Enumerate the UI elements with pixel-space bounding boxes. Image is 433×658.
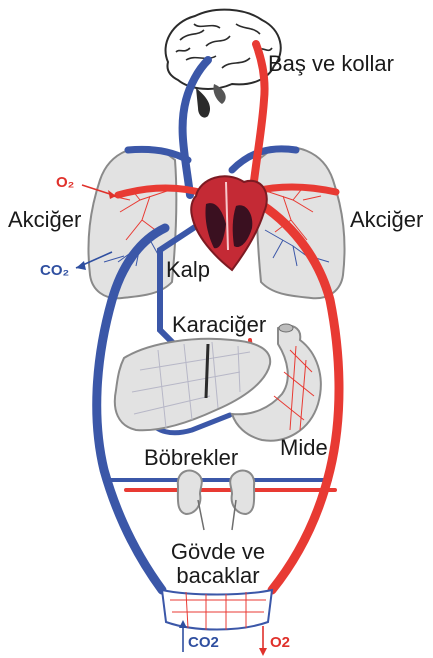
- heart-icon: [191, 176, 267, 270]
- label-co2-out: CO₂: [40, 262, 69, 279]
- label-stomach: Mide: [280, 436, 328, 460]
- capillary-icon: [162, 590, 272, 630]
- label-body-legs-line2: bacaklar: [160, 564, 276, 588]
- label-o2-in: O₂: [56, 174, 74, 191]
- label-co2-bottom: CO2: [188, 634, 219, 651]
- label-lung-right: Akciğer: [350, 208, 423, 232]
- label-kidneys: Böbrekler: [144, 446, 238, 470]
- label-head-arms: Baş ve kollar: [268, 52, 394, 76]
- label-lung-left: Akciğer: [8, 208, 81, 232]
- label-body-legs-line1: Gövde ve: [160, 540, 276, 564]
- label-o2-bottom: O2: [270, 634, 290, 651]
- label-liver: Karaciğer: [172, 313, 266, 337]
- label-heart: Kalp: [166, 258, 210, 282]
